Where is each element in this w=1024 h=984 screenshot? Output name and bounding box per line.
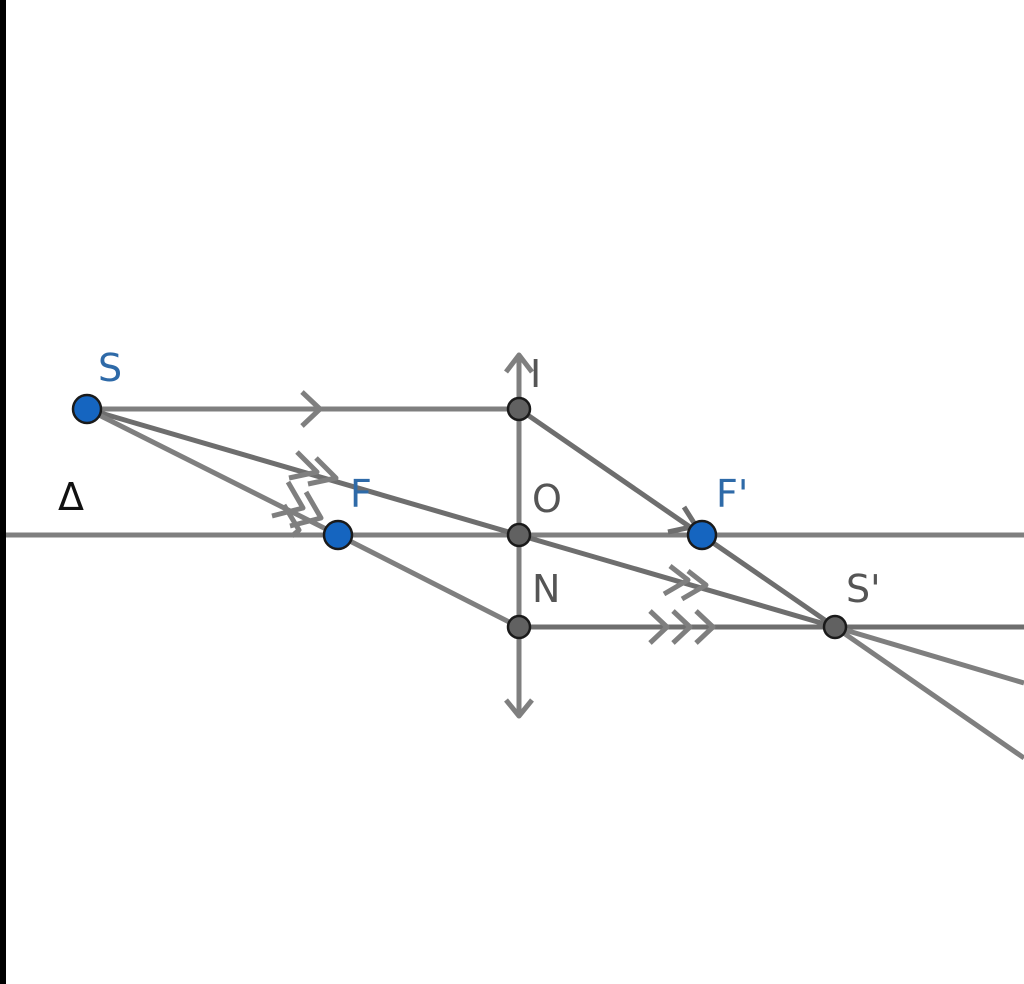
point-s bbox=[71, 393, 103, 425]
label-n: N bbox=[532, 567, 560, 611]
arrow-marker-ray6c bbox=[694, 609, 716, 645]
arrow-marker-ray6a bbox=[648, 609, 670, 645]
ray-s-to-f bbox=[85, 406, 340, 538]
left-border bbox=[0, 0, 6, 984]
point-s-prime bbox=[822, 614, 848, 640]
point-o bbox=[506, 522, 532, 548]
ray-extension-b bbox=[833, 624, 1024, 761]
arrow-marker-ray3c bbox=[281, 503, 302, 538]
arrow-marker-ray6b bbox=[671, 609, 693, 645]
lens-bottom-arrowhead bbox=[504, 698, 534, 719]
arrow-marker-ray5b bbox=[680, 569, 709, 602]
ray-o-to-s-prime bbox=[518, 532, 836, 630]
label-o: O bbox=[532, 477, 562, 521]
label-f: F bbox=[350, 472, 372, 516]
lens-top-arrowhead bbox=[504, 352, 534, 374]
arrow-marker-ray2b bbox=[307, 456, 339, 487]
label-axis-delta: Δ bbox=[58, 475, 84, 519]
arrow-marker-ray2a bbox=[288, 450, 320, 481]
arrow-marker-ray3b bbox=[289, 490, 324, 529]
point-i bbox=[506, 396, 532, 422]
ray-f-to-n bbox=[336, 532, 521, 630]
label-i: I bbox=[530, 352, 541, 396]
point-n bbox=[506, 614, 532, 640]
ray-extension-a bbox=[834, 624, 1024, 686]
ray-i-to-s-prime bbox=[517, 406, 837, 630]
point-f-prime bbox=[686, 519, 718, 551]
label-s-prime: S' bbox=[846, 567, 881, 611]
arrow-marker-ray5a bbox=[662, 564, 691, 597]
label-f-prime: F' bbox=[716, 472, 748, 516]
arrow-marker-ray1 bbox=[300, 390, 323, 428]
label-s: S bbox=[98, 346, 122, 390]
ray-s-to-o bbox=[86, 406, 520, 538]
arrow-marker-ray3a bbox=[271, 480, 306, 519]
point-f bbox=[322, 519, 354, 551]
